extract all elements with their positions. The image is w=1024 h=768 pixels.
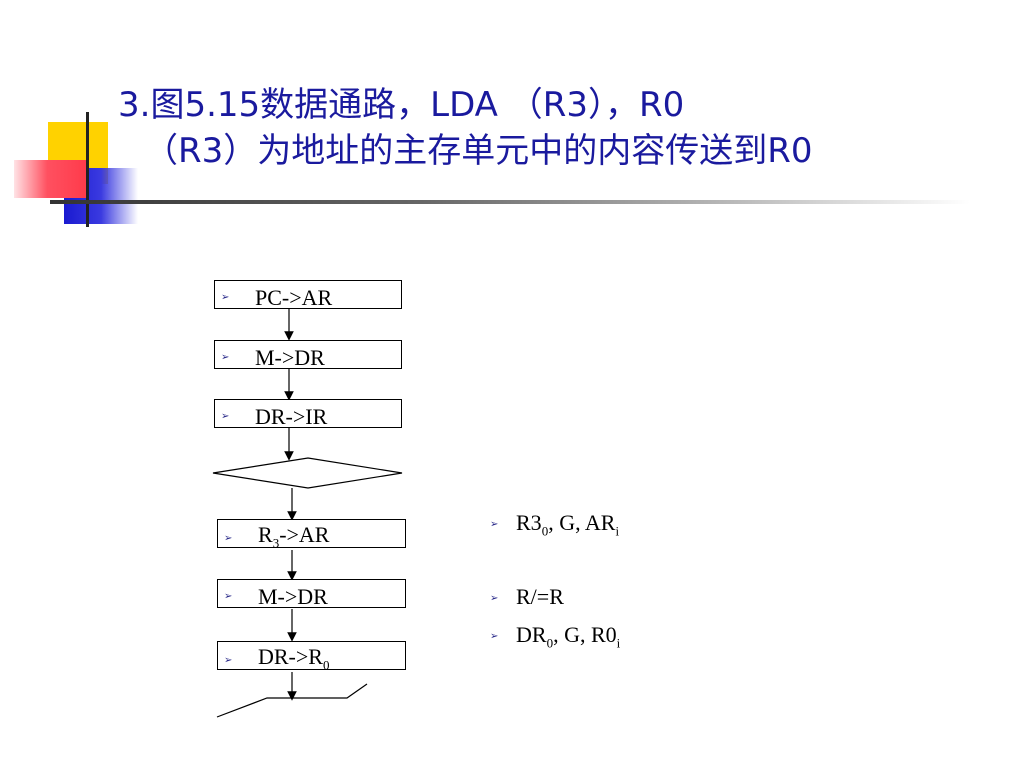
step-dr-to-r0: ➢ DR->R0 <box>217 641 406 672</box>
bullet-icon: ➢ <box>224 591 233 603</box>
decision-diamond <box>212 457 403 489</box>
io-shape <box>216 683 368 718</box>
step-m-to-dr-2: ➢ M->DR <box>217 579 406 610</box>
bullet-icon: ➢ <box>490 630 499 642</box>
step-label: DR->IR <box>255 404 328 430</box>
step-label: DR->R0 <box>258 644 330 673</box>
bullet-icon: ➢ <box>490 592 499 604</box>
step-label: R3->AR <box>258 522 330 551</box>
title-underline <box>50 200 970 204</box>
bullet-icon: ➢ <box>221 352 230 364</box>
note-dr-g-r0: ➢DR0, G, R0i <box>490 622 621 651</box>
step-dr-to-ir: ➢ DR->IR <box>214 399 402 430</box>
title-line-2: （R3）为地址的主存单元中的内容传送到R0 <box>144 131 813 171</box>
step-m-to-dr-1: ➢ M->DR <box>214 340 402 371</box>
decor-red-square <box>14 160 88 198</box>
step-r3-to-ar: ➢ R3->AR <box>217 519 406 550</box>
step-label: PC->AR <box>255 285 333 311</box>
step-pc-to-ar: ➢ PC->AR <box>214 280 402 311</box>
bullet-icon: ➢ <box>490 518 499 530</box>
title-line-1: 3.图5.15数据通路，LDA （R3），R0 <box>118 85 685 125</box>
note-r-neq-r: ➢R/=R <box>490 584 564 609</box>
bullet-icon: ➢ <box>224 655 233 667</box>
note-r3-g-ar: ➢R30, G, ARi <box>490 510 620 539</box>
step-label: M->DR <box>258 584 328 610</box>
bullet-icon: ➢ <box>221 411 230 423</box>
slide-title: 3.图5.15数据通路，LDA （R3），R0 （R3）为地址的主存单元中的内容… <box>118 82 1018 174</box>
bullet-icon: ➢ <box>224 533 233 545</box>
decor-vertical-line <box>86 112 89 227</box>
bullet-icon: ➢ <box>221 292 230 304</box>
step-label: M->DR <box>255 345 325 371</box>
